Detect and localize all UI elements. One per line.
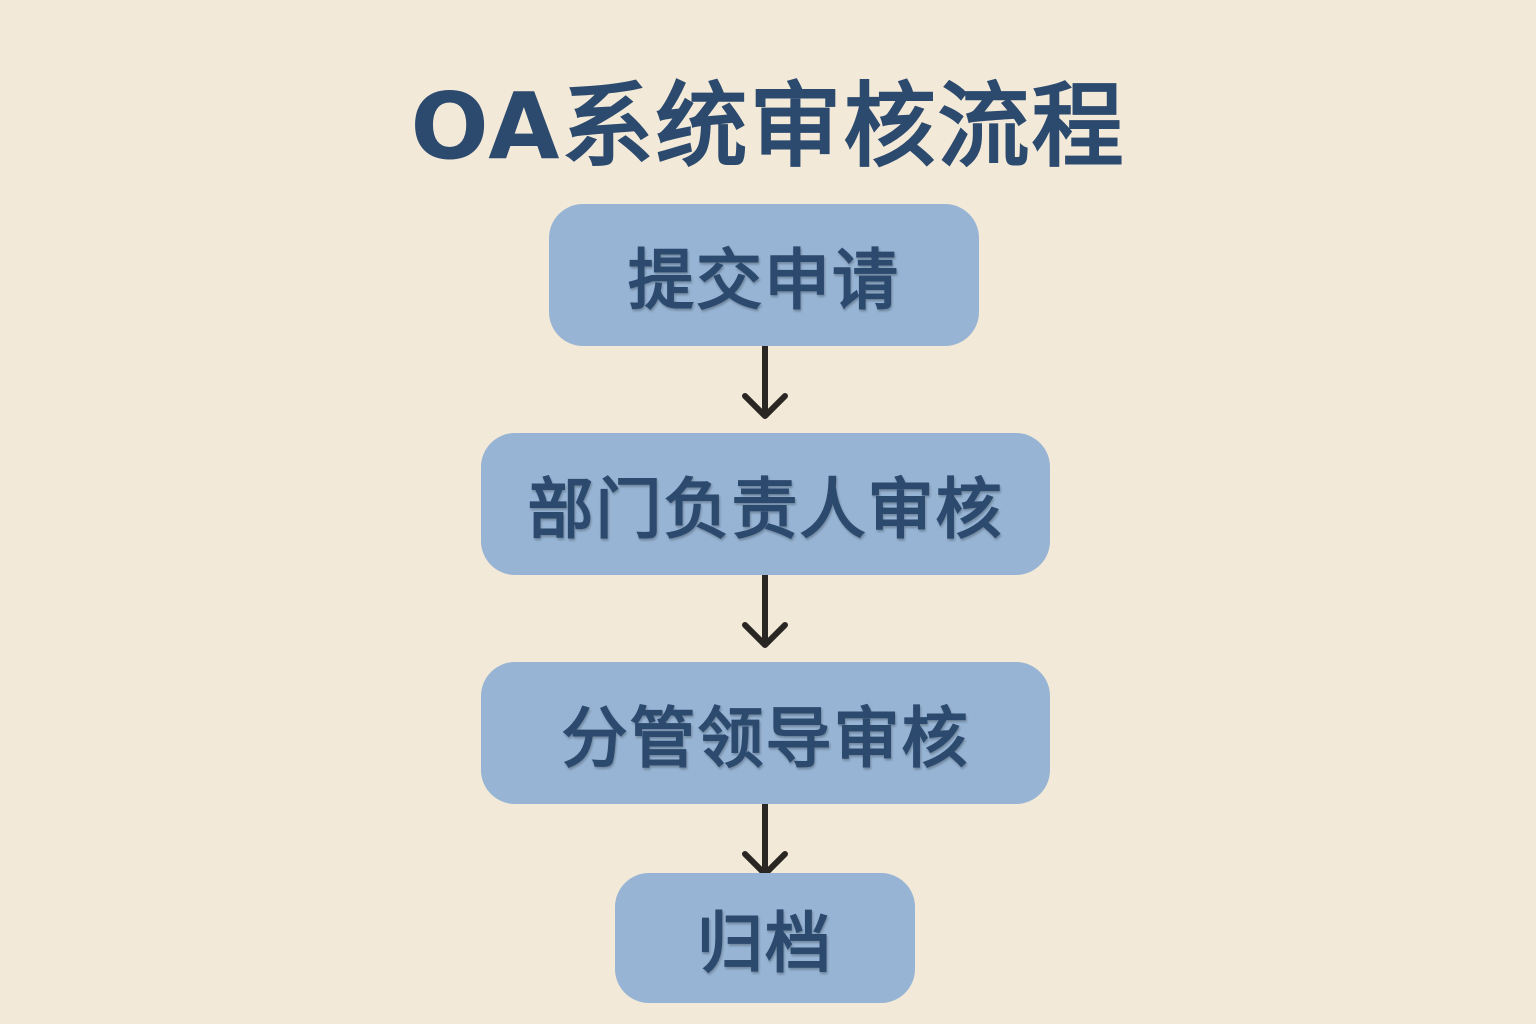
- arrow-down-icon: [742, 575, 788, 648]
- step-archive: 归档: [615, 873, 915, 1003]
- arrow-down-icon: [742, 346, 788, 419]
- step-label: 分管领导审核: [561, 700, 970, 777]
- arrow-down-icon: [742, 804, 788, 877]
- step-department-head-review: 部门负责人审核: [481, 433, 1050, 575]
- step-submit-application: 提交申请: [549, 204, 979, 346]
- diagram-title: OA系统审核流程: [410, 73, 1126, 180]
- step-label: 部门负责人审核: [527, 471, 1004, 548]
- step-label: 归档: [697, 905, 833, 982]
- step-label: 提交申请: [628, 242, 900, 319]
- step-supervising-leader-review: 分管领导审核: [481, 662, 1050, 804]
